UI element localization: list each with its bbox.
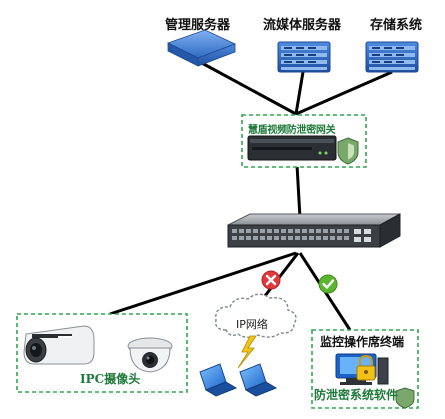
gateway-shield-icon [337, 137, 359, 165]
lightning-icon [237, 335, 257, 369]
lock-icon [356, 354, 376, 381]
dome-camera-icon [127, 337, 173, 373]
label-ipc-camera: IPC摄像头 [80, 372, 141, 386]
label-monitoring-terminal: 监控操作席终端 [320, 335, 405, 349]
storage-system-icon [365, 41, 419, 73]
link-media-server [294, 71, 305, 115]
label-gateway: 慧盾视频防泄密网关 [248, 125, 336, 136]
link-mgmt-server [199, 60, 297, 116]
link-storage [295, 70, 393, 116]
label-media-server: 流媒体服务器 [263, 18, 342, 33]
deny-x-icon [261, 270, 281, 290]
network-switch-icon [227, 213, 401, 248]
laptop-icon [199, 363, 238, 397]
laptop-icon [239, 363, 278, 397]
gateway-device-icon [247, 135, 337, 161]
allow-check-icon [318, 274, 338, 294]
connection-lines [109, 60, 393, 331]
label-storage-system: 存储系统 [370, 18, 423, 33]
ip-network-cloud-icon [215, 293, 297, 338]
management-server-icon [166, 29, 237, 67]
link-switch-camera [109, 251, 297, 316]
label-management-server: 管理服务器 [165, 18, 231, 33]
link-gateway-switch [295, 164, 302, 219]
terminal-shield-icon [395, 387, 415, 409]
label-anti-leak-software: 防泄密系统软件 [314, 388, 399, 402]
media-server-icon [277, 41, 331, 73]
label-ip-network: IP网络 [236, 318, 268, 331]
bullet-camera-icon [23, 325, 95, 365]
